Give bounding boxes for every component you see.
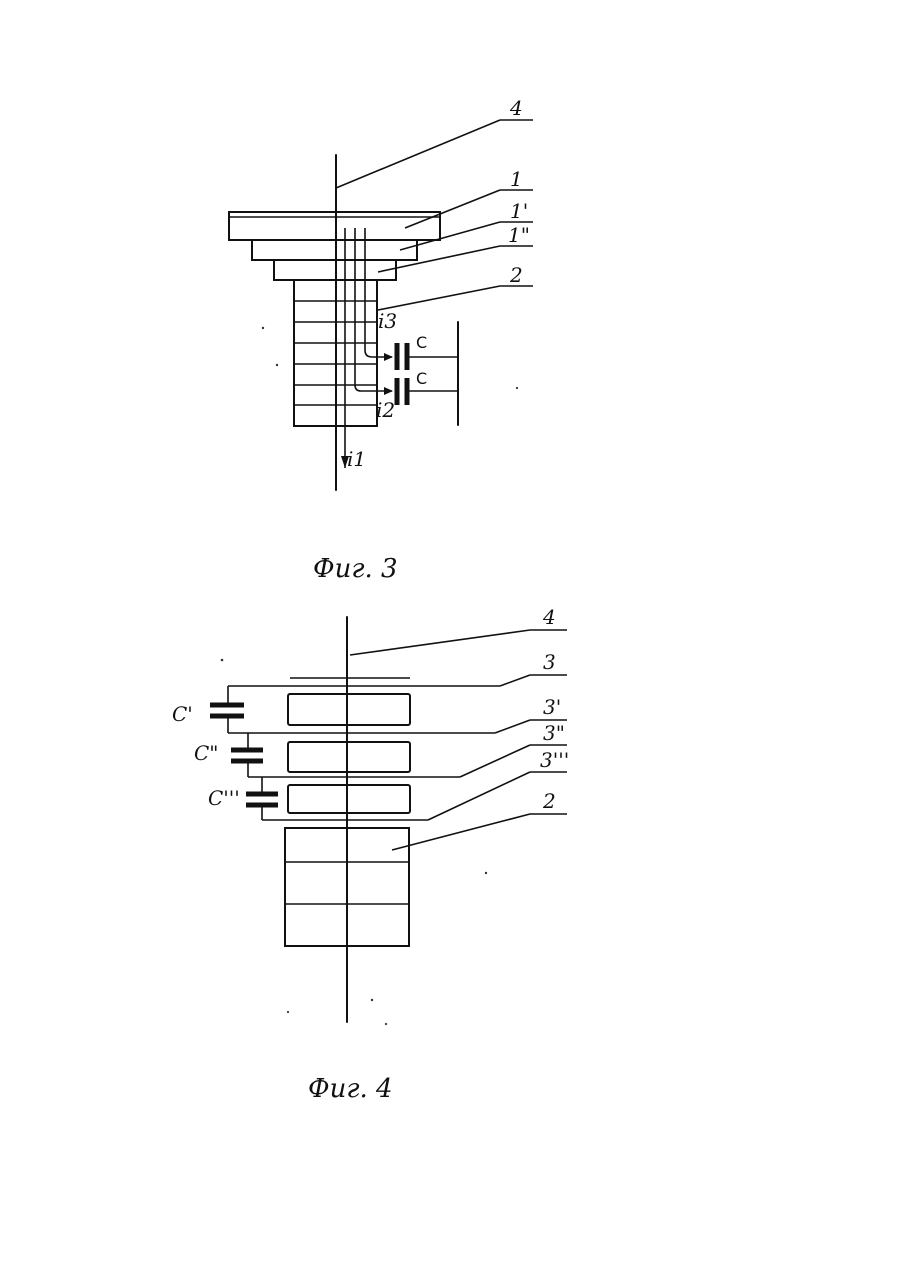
fig3-block-1-prime [252,240,417,260]
fig3-caption: Фиг. 3 [313,554,398,584]
fig4-winding-3-prime [288,694,410,725]
fig3-leader-4 [336,120,500,188]
fig4-capacitor-c-double-prime [231,733,263,777]
fig3-label-1-double-prime: 1" [508,223,530,247]
fig4-label-3-double-prime: 3" [543,721,565,745]
fig4-winding-3-double-prime [288,742,410,772]
fig3-arrow-i3 [384,353,393,361]
fig4-leader-4 [350,630,530,655]
fig3-label-1: 1 [510,167,523,191]
fig3-label-i1: i1 [347,447,366,471]
scan-noise-specks [221,327,518,1025]
fig3-label-i2: i2 [376,398,395,422]
fig3-capacitor-top [397,343,458,370]
fig4-label-4: 4 [542,605,556,629]
fig4-label-3-prime: 3' [543,695,561,719]
fig3-label-c-top: C [416,333,427,352]
fig4-capacitor-c-triple-prime [246,777,278,820]
fig3-leader-1 [405,190,500,228]
fig3-label-i3: i3 [378,309,397,333]
fig4-leader-3-double-prime [460,745,530,777]
fig4-capacitor-c-prime [210,686,244,733]
fig4-label-3: 3 [543,650,556,674]
fig3-arrow-i2 [384,387,393,395]
figure-4: 4 [172,605,569,1104]
fig4-label-3-triple-prime: 3''' [540,748,569,772]
fig3-leader-2 [378,286,500,310]
fig4-caption: Фиг. 4 [308,1074,393,1104]
fig4-leader-3-triple-prime [428,772,530,820]
fig4-winding-3-triple-prime [288,785,410,813]
fig4-label-c-double-prime: C" [194,741,219,765]
fig3-label-1-prime: 1' [510,199,528,223]
fig3-label-4: 4 [509,96,523,120]
fig3-capacitor-bottom [397,378,458,405]
fig3-label-c-bottom: C [416,369,427,388]
fig3-current-path-i3 [365,228,392,357]
fig4-label-c-prime: C' [172,702,193,726]
fig3-leader-1-prime [400,222,500,250]
fig4-leader-3-prime [495,720,530,733]
fig4-label-2: 2 [542,789,556,813]
fig4-leader-3 [500,675,530,686]
fig3-label-2: 2 [509,263,523,287]
fig4-label-c-triple-prime: C''' [208,786,240,810]
figure-3: 4 [229,96,533,584]
